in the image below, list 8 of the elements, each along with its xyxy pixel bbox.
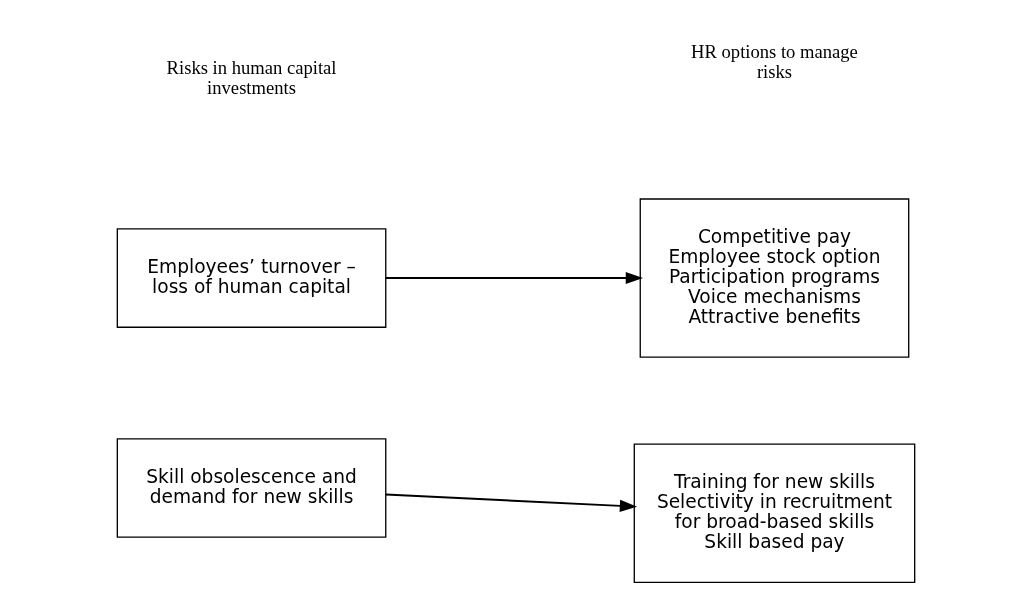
arrow — [384, 272, 643, 285]
node-box: Skill obsolescence and demand for new skills — [116, 438, 386, 538]
node-box: Competitive pay Employee stock option Participation programs Voice mechanisms Attractive benefits — [639, 198, 909, 358]
node-box: Training for new skills Selectivity in recruitment for broad-based skills Skill based pay — [633, 443, 915, 584]
label: Risks in human capital investments — [166, 56, 336, 98]
arrow — [384, 493, 637, 512]
label: HR options to manage risks — [690, 40, 858, 82]
node-box: Employees’ turnover – loss of human capital — [116, 228, 386, 328]
